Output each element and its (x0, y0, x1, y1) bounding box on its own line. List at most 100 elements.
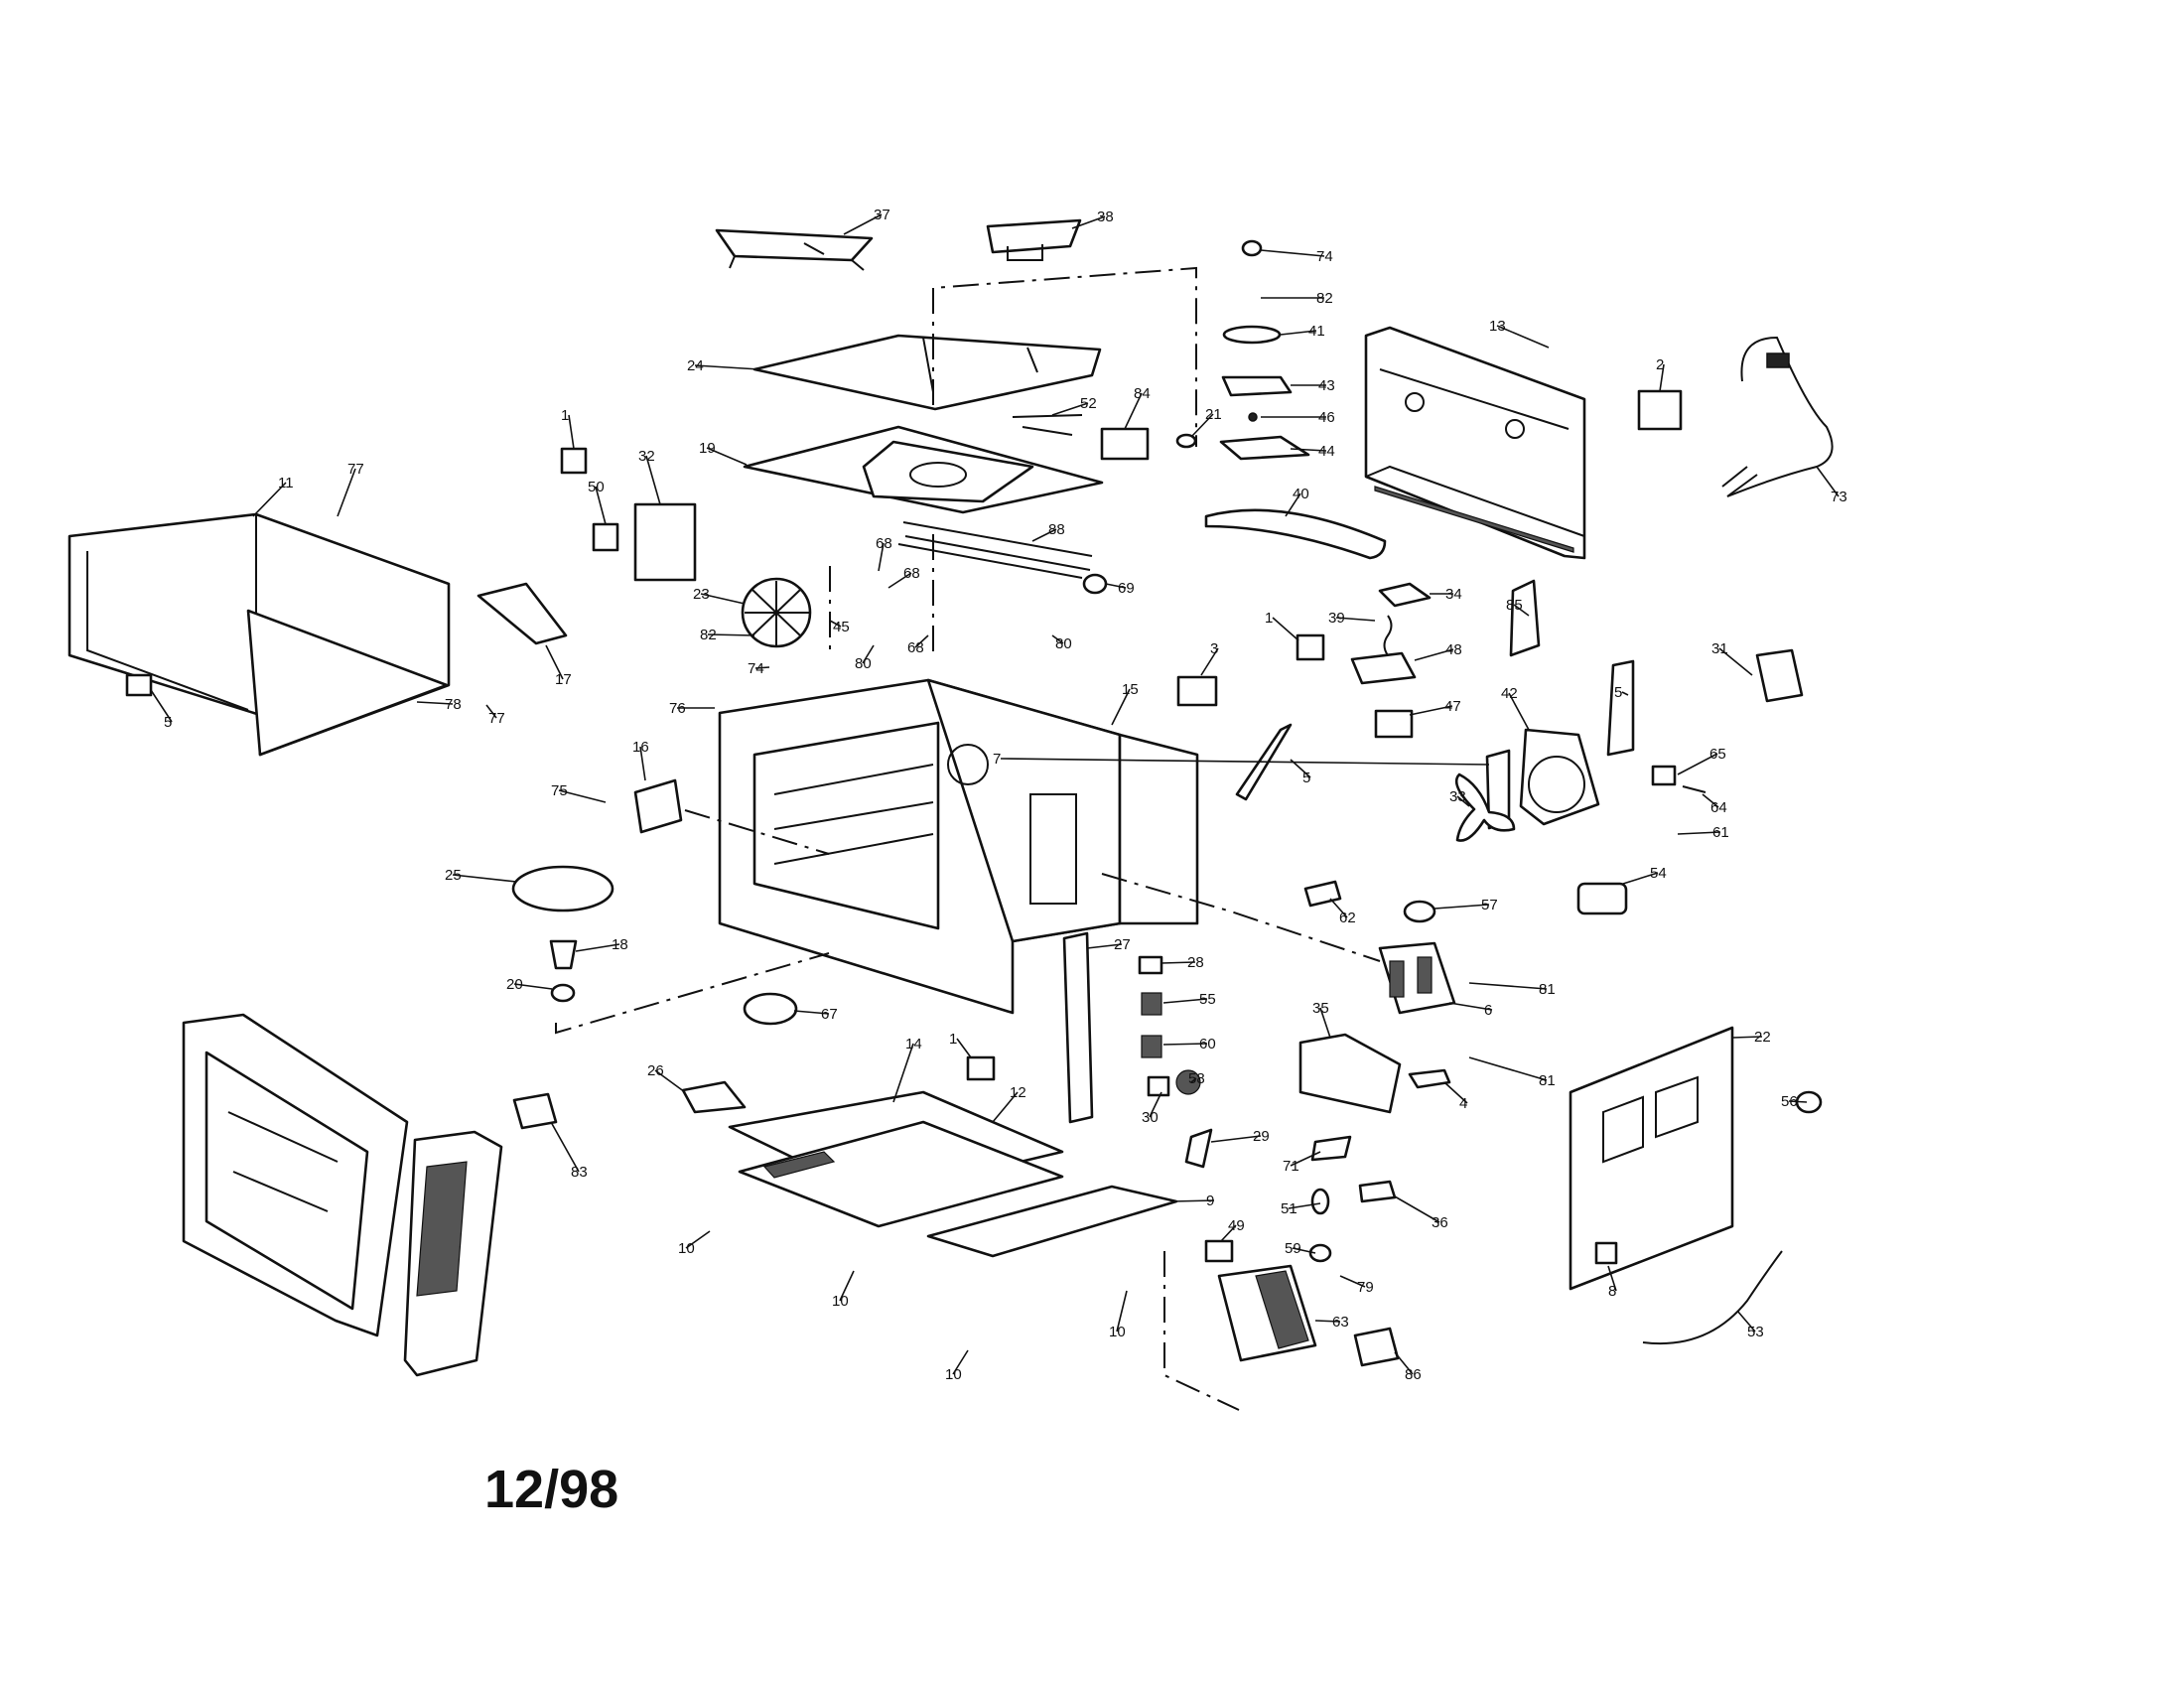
callout-69: 69 (1118, 580, 1135, 597)
part-magnetron-bracket (1298, 1033, 1402, 1114)
leader-callout-56 (1788, 1100, 1808, 1103)
callout-14: 14 (905, 1036, 922, 1052)
part-mount-base (1350, 651, 1417, 685)
callout-81-top: 81 (1539, 981, 1556, 998)
part-label (1637, 389, 1683, 431)
callout-23: 23 (693, 586, 710, 603)
part-switch-60 (1141, 1035, 1162, 1058)
callout-71: 71 (1283, 1158, 1299, 1175)
callout-16: 16 (632, 739, 649, 756)
part-switch-28 (1138, 955, 1163, 975)
part-wire-harness (1012, 414, 1083, 436)
callout-5-left: 5 (164, 714, 172, 731)
leader-callout-32 (645, 455, 661, 505)
leader-callout-85 (1513, 604, 1530, 617)
part-power-cord (1721, 336, 1834, 497)
part-bottom-plate (728, 1090, 1064, 1228)
part-magnetron (1378, 941, 1456, 1015)
part-block-bottom (966, 1055, 996, 1081)
callout-30: 30 (1142, 1109, 1159, 1126)
part-thermostat (1204, 1239, 1234, 1263)
part-outer-case (68, 512, 451, 757)
part-lamp-socket (1310, 1135, 1352, 1162)
callout-61-fan: 61 (1712, 824, 1729, 841)
callout-19: 19 (699, 440, 716, 457)
callout-36-bottom: 36 (1432, 1214, 1448, 1231)
leader-callout-15 (1111, 688, 1131, 726)
part-spring (1383, 615, 1393, 656)
part-top-plate (752, 334, 1102, 411)
callout-24: 24 (687, 357, 704, 374)
callout-leaders (150, 213, 1840, 1375)
callout-59: 59 (1285, 1240, 1301, 1257)
leader-callout-3 (1200, 647, 1219, 676)
callout-34: 34 (1445, 586, 1462, 603)
part-lamp (1310, 1188, 1330, 1215)
leader-callout-61-fan (1677, 831, 1721, 835)
callout-77-side: 77 (488, 710, 505, 727)
part-spacer (1082, 573, 1108, 595)
leader-callout-19 (706, 447, 748, 466)
leader-callout-13 (1496, 325, 1550, 349)
part-turntable-motor (743, 992, 798, 1026)
leader-callout-16 (639, 746, 646, 781)
callout-58: 58 (1188, 1070, 1205, 1087)
leader-callout-69 (1105, 583, 1127, 589)
callout-18: 18 (612, 936, 628, 953)
leader-callout-10-a (685, 1230, 711, 1249)
part-convection-fan (741, 577, 812, 648)
part-door (182, 1013, 409, 1337)
part-bracket-right (1606, 659, 1635, 757)
leader-callout-74-fan (754, 666, 770, 669)
callout-33: 33 (1449, 788, 1466, 805)
leader-callout-2 (1659, 363, 1665, 392)
callout-13: 13 (1489, 318, 1506, 335)
leader-callout-36-bottom (1394, 1195, 1440, 1223)
callout-12: 12 (1010, 1084, 1026, 1101)
leader-callout-1-mid (1272, 617, 1299, 641)
callout-49: 49 (1228, 1217, 1245, 1234)
leader-callout-1-bottom (956, 1038, 972, 1058)
callout-80-b: 80 (1055, 635, 1072, 652)
callout-42: 42 (1501, 685, 1518, 702)
leader-callout-6 (1448, 1002, 1493, 1011)
leader-callout-80-a (862, 644, 875, 664)
leader-callout-77-top (337, 468, 356, 517)
part-rear-panel (1364, 326, 1586, 560)
leader-callout-27 (1086, 943, 1123, 949)
callout-68-a: 68 (876, 535, 892, 552)
leader-callout-80-b (1051, 634, 1064, 644)
callout-21: 21 (1205, 406, 1222, 423)
leader-callout-74-top (1260, 249, 1325, 257)
leader-callout-64 (1702, 793, 1719, 808)
callout-25: 25 (445, 867, 462, 884)
part-terminal (1594, 1241, 1618, 1265)
assembly-line-top (932, 266, 1197, 447)
leader-callout-17 (545, 644, 564, 680)
callout-85: 85 (1506, 597, 1523, 614)
leader-callout-24 (694, 364, 760, 370)
leader-callout-45 (829, 620, 842, 628)
leader-callout-68-a (878, 542, 885, 572)
leader-callout-77-side (485, 704, 497, 719)
leader-callout-8 (1607, 1265, 1617, 1292)
callout-10-b: 10 (832, 1293, 849, 1310)
part-coupler (549, 939, 578, 970)
callout-82-fan: 82 (700, 627, 717, 643)
part-clip-36 (1358, 1180, 1397, 1203)
leader-callout-81-top (1468, 982, 1548, 990)
leader-callout-28 (1160, 961, 1196, 964)
callout-41: 41 (1308, 323, 1325, 340)
callout-5-bracket-right: 5 (1614, 684, 1622, 701)
callout-4: 4 (1459, 1095, 1467, 1112)
callout-39: 39 (1328, 610, 1345, 627)
callout-46-top: 46 (1318, 409, 1335, 426)
callout-84-top: 84 (1134, 385, 1151, 402)
callout-29: 29 (1253, 1128, 1270, 1145)
leader-callout-10-c (1116, 1290, 1128, 1333)
leader-callout-5-left (150, 689, 173, 723)
callout-62: 62 (1339, 910, 1356, 926)
part-back-panel (1569, 1026, 1734, 1291)
leader-callout-35 (1319, 1007, 1331, 1039)
callout-31: 31 (1711, 640, 1728, 657)
